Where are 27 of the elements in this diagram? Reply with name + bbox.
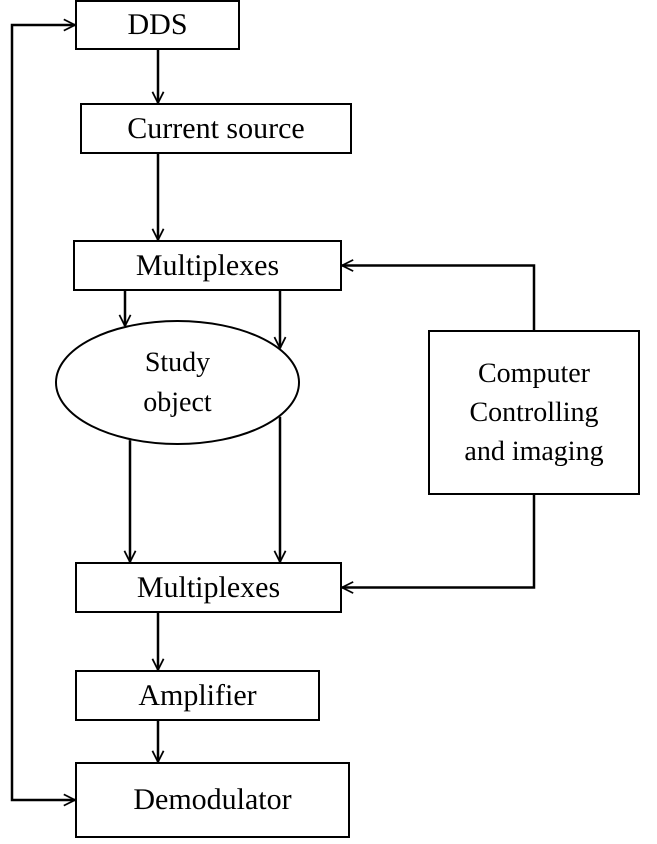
- node-label: Current source: [126, 110, 306, 146]
- node-label: Amplifier: [137, 678, 258, 714]
- arrow: [341, 495, 536, 594]
- node-label: Demodulator: [132, 782, 293, 818]
- arrow: [152, 50, 164, 104]
- node-label: DDS: [126, 7, 188, 43]
- node-label: Study object: [142, 346, 213, 420]
- arrow: [341, 259, 536, 330]
- node-label: Multiplexes: [134, 248, 280, 284]
- process-box: [75, 670, 320, 721]
- ellipse-node: [55, 320, 300, 445]
- arrow: [10, 18, 76, 806]
- node-label: Multiplexes: [136, 570, 282, 606]
- arrow: [152, 721, 164, 763]
- arrow: [274, 416, 286, 563]
- process-box: [73, 240, 342, 291]
- arrow: [274, 291, 286, 350]
- arrow: [152, 613, 164, 671]
- arrow: [124, 440, 136, 563]
- node-label: Computer Controlling and imaging: [463, 356, 605, 470]
- process-box: [75, 562, 342, 613]
- process-box: [75, 0, 240, 50]
- process-box: [75, 762, 350, 838]
- process-box: [428, 330, 640, 495]
- process-box: [80, 103, 352, 154]
- arrow: [118, 291, 132, 327]
- arrow: [152, 154, 164, 241]
